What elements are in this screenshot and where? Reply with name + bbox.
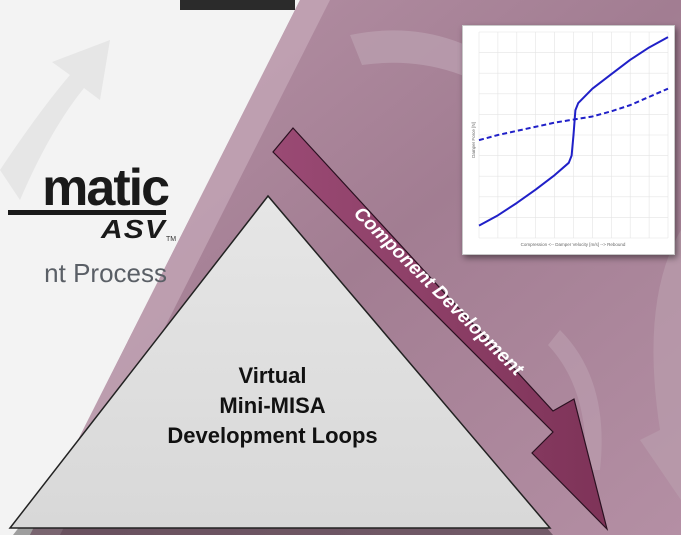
damper-chart-card: Damper Force [N] Compression <-- Damper … bbox=[462, 25, 675, 255]
triangle-shape bbox=[8, 194, 552, 529]
process-title-fragment: nt Process bbox=[44, 258, 167, 288]
chart-x-label: Compression <-- Damper Velocity [m/s] --… bbox=[521, 242, 626, 247]
brand-underline bbox=[8, 210, 166, 215]
triangle-label-line-2: Mini-MISA bbox=[219, 393, 326, 418]
triangle-label: Virtual Mini-MISA Development Loops bbox=[100, 361, 445, 451]
chart-series-line-dashed bbox=[478, 87, 669, 142]
brand-sub-mark: ASV bbox=[101, 214, 166, 244]
brand-wordmark: matic bbox=[42, 159, 170, 217]
decorative-swirl-mid bbox=[548, 330, 602, 470]
diagonal-band bbox=[30, 0, 330, 535]
decorative-swirl-right bbox=[640, 230, 681, 500]
damper-chart: Damper Force [N] Compression <-- Damper … bbox=[471, 31, 669, 247]
chart-y-label: Damper Force [N] bbox=[471, 122, 476, 158]
component-development-arrow bbox=[272, 127, 609, 531]
trademark-mark: TM bbox=[166, 236, 177, 243]
chart-series-group bbox=[478, 36, 669, 227]
chart-series-line-solid bbox=[478, 36, 669, 227]
decorative-arrow-light bbox=[0, 40, 110, 200]
triangle-label-line-3: Development Loops bbox=[167, 423, 378, 448]
top-bar bbox=[180, 0, 295, 10]
triangle-label-line-1: Virtual bbox=[238, 363, 307, 388]
